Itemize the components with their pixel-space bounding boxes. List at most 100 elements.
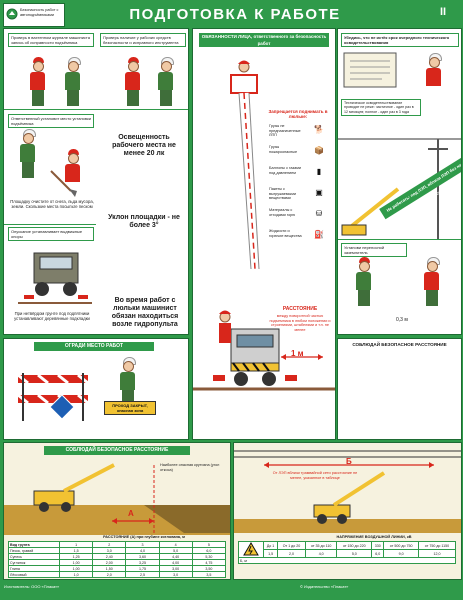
safe-right-label: Б bbox=[346, 457, 352, 466]
barrier-illustration bbox=[17, 373, 89, 421]
table-header-cell: от 500 до 750 bbox=[383, 541, 419, 550]
cert-check-note: Убедись, что не истёк срок очередного те… bbox=[341, 33, 459, 47]
distance-text: между поворотной частью подъемника в люб… bbox=[269, 314, 331, 332]
table-cell: 12,0 bbox=[417, 549, 457, 558]
powerline-distance-panel: Б От ЛЭП вблизи трамвайной сети расстоян… bbox=[233, 442, 462, 580]
ground-distance-label: 0,3 м bbox=[396, 317, 408, 323]
voltage-table: До 1 От 1 до 20 от 35 до 110 от 150 до 2… bbox=[238, 541, 457, 564]
worker-figure bbox=[14, 129, 44, 189]
voltage-table-title: НАПРЯЖЕНИЕ ВОЗДУШНОЙ ЛИНИИ, кВ bbox=[336, 535, 412, 539]
worker-figure bbox=[59, 57, 89, 127]
operator-text: Во время работ с люльки машинист обязан … bbox=[111, 297, 179, 328]
table-cell: 5,0 bbox=[336, 549, 373, 558]
forbidden-item: Грузы пожароопасные 📦 bbox=[269, 143, 333, 164]
power-line-crane-illustration bbox=[338, 138, 461, 239]
table-cell: 2,0 bbox=[277, 549, 306, 558]
site-note: Ответственный установит место установки … bbox=[8, 114, 94, 128]
safe-distance-right-panel: СОБЛЮДАЙ БЕЗОПАСНОЕ РАССТОЯНИЕ bbox=[337, 338, 462, 440]
truck-rear-icon bbox=[18, 252, 92, 304]
high-voltage-icon bbox=[243, 542, 259, 556]
forbidden-item-label: Баллоны с газами под давлением bbox=[269, 166, 301, 175]
responsible-title: ОБЯЗАННОСТИ ЛИЦА, ответственного за безо… bbox=[199, 33, 329, 47]
outrigger-note: Опускание устанавливает выдвижные опоры bbox=[8, 227, 94, 241]
right-column: Убедись, что не истёк срок очередного те… bbox=[337, 28, 462, 335]
distance-title: РАССТОЯНИЕ bbox=[282, 306, 318, 312]
table-cell: 2,5 bbox=[125, 571, 160, 578]
forbidden-item-label: Пакеты с выгружаемыми веществами bbox=[269, 187, 296, 201]
forbidden-item-label: Материалы с отходами горю bbox=[269, 208, 296, 217]
safe-left-note: Наиболее опасная крутизна (угол откоса) bbox=[160, 463, 220, 472]
left-column: Проверь в вахтенном журнале машиниста за… bbox=[3, 28, 189, 335]
package-icon: ▣ bbox=[315, 188, 323, 197]
forbidden-item: Пакеты с выгружаемыми веществами ▣ bbox=[269, 185, 333, 206]
table-cell: Лёссовый bbox=[8, 571, 60, 578]
page-title: ПОДГОТОВКА К РАБОТЕ bbox=[129, 6, 341, 23]
footer-right: © Издательство «Плакат» bbox=[300, 584, 349, 589]
logo-icon bbox=[6, 8, 18, 20]
warning-cell bbox=[238, 541, 264, 558]
slope-text: Уклон площадки - не более 3° bbox=[108, 214, 180, 229]
forbidden-item-label: Жидкости и горючие вещества bbox=[269, 229, 302, 238]
fence-panel: ОГРАДИ МЕСТО РАБОТ ПРОХОД ЗАКРЫТ, опасна… bbox=[3, 338, 189, 440]
worker-figure bbox=[420, 53, 450, 123]
safe-right-title: СОБЛЮДАЙ БЕЗОПАСНОЕ РАССТОЯНИЕ bbox=[352, 342, 447, 347]
table-cell: 3,0 bbox=[158, 571, 193, 578]
safe-distance-left-panel: СОБЛЮДАЙ БЕЗОПАСНОЕ РАССТОЯНИЕ А Наиболе… bbox=[3, 442, 231, 580]
table-cell: 4,0 bbox=[304, 549, 338, 558]
table-cell: 1,0 bbox=[58, 571, 94, 578]
safe-right-note: От ЛЭП вблизи трамвайной сети расстояние… bbox=[272, 471, 358, 480]
box-icon: 📦 bbox=[314, 146, 324, 155]
table-header-cell: от 150 до 220 bbox=[336, 541, 373, 550]
table-header-cell: 330 bbox=[371, 541, 385, 550]
table-row: Супесь 1,25 2,40 3,60 4,40 5,30 bbox=[8, 553, 227, 560]
dog-icon: 🐕 bbox=[314, 125, 324, 134]
logo-caption: Безопасность работ с автоподъёмниками bbox=[20, 8, 59, 17]
footer-left: Изготовитель: ООО «Плакат» bbox=[4, 584, 60, 589]
worker-figure bbox=[350, 257, 380, 327]
table-header-cell: От 1 до 20 bbox=[277, 541, 306, 550]
forbidden-item: Баллоны с газами под давлением ▮ bbox=[269, 164, 333, 185]
center-panel: ОБЯЗАННОСТИ ЛИЦА, ответственного за безо… bbox=[192, 28, 336, 440]
distance-value: 1 м bbox=[291, 349, 304, 358]
excavation-illustration bbox=[4, 463, 230, 535]
powerline-crane-illustration bbox=[234, 450, 461, 533]
table-header-cell: от 750 до 1150 bbox=[417, 541, 457, 550]
table-row: Б, м bbox=[238, 557, 456, 564]
table-cell: 2,0 bbox=[92, 571, 127, 578]
cert-legend: Техническое освидетельствование проводят… bbox=[341, 99, 421, 117]
worker-figure bbox=[418, 257, 448, 327]
table-cell: Б, м bbox=[238, 557, 456, 564]
forbidden-item: Материалы с отходами горю ⛁ bbox=[269, 206, 333, 227]
forbidden-item: Жидкости и горючие вещества ⛽ bbox=[269, 227, 333, 248]
soil-table: Вид грунта 1 2 3 4 5 Песок, гравий 1,5 3… bbox=[8, 541, 227, 578]
soil-table-title: РАССТОЯНИЕ (А) при глубине котлована, м bbox=[103, 535, 185, 539]
forbidden-title: Запрещается поднимать в люльке: bbox=[268, 109, 328, 119]
lighting-text: Освещенность рабочего места не менее 20 … bbox=[112, 134, 176, 157]
worker-figure bbox=[114, 357, 144, 427]
worker-figure bbox=[59, 149, 89, 194]
gas-cylinder-icon: ▮ bbox=[316, 167, 322, 176]
certificate-document-illustration bbox=[343, 52, 397, 88]
forbidden-list: Грузы не предназначенные ЛПП 🐕 Грузы пож… bbox=[269, 122, 333, 248]
ground-title: Установи переносной заземлитель bbox=[341, 243, 407, 257]
safe-left-label: А bbox=[128, 509, 134, 518]
table-header-cell: от 35 до 110 bbox=[304, 541, 338, 550]
barrel-icon: ⛁ bbox=[315, 209, 323, 218]
closed-passage-sign: ПРОХОД ЗАКРЫТ, опасная зона bbox=[104, 401, 156, 415]
table-row: 1,5 2,0 4,0 5,0 6,0 9,0 12,0 bbox=[239, 549, 457, 558]
fence-title: ОГРАДИ МЕСТО РАБОТ bbox=[34, 342, 154, 351]
tools-note: Проверь наличие у рабочих средств безопа… bbox=[100, 33, 186, 47]
aerial-platform-illustration bbox=[193, 60, 335, 391]
worker-figure bbox=[119, 57, 149, 127]
worker-figure bbox=[24, 57, 54, 127]
forbidden-item: Грузы не предназначенные ЛПП 🐕 bbox=[269, 122, 333, 143]
logo-panel: Безопасность работ с автоподъёмниками bbox=[3, 3, 65, 27]
canister-icon: ⛽ bbox=[314, 230, 324, 239]
forbidden-item-label: Грузы пожароопасные bbox=[269, 145, 298, 154]
journal-note: Проверь в вахтенном журнале машиниста за… bbox=[8, 33, 94, 47]
safe-left-title: СОБЛЮДАЙ БЕЗОПАСНОЕ РАССТОЯНИЕ bbox=[44, 446, 190, 455]
table-cell: 1,5 bbox=[262, 549, 279, 558]
table-row: До 1 От 1 до 20 от 35 до 110 от 150 до 2… bbox=[238, 541, 457, 558]
table-row: Суглинок 1,00 2,00 3,25 4,00 4,75 bbox=[8, 559, 227, 566]
